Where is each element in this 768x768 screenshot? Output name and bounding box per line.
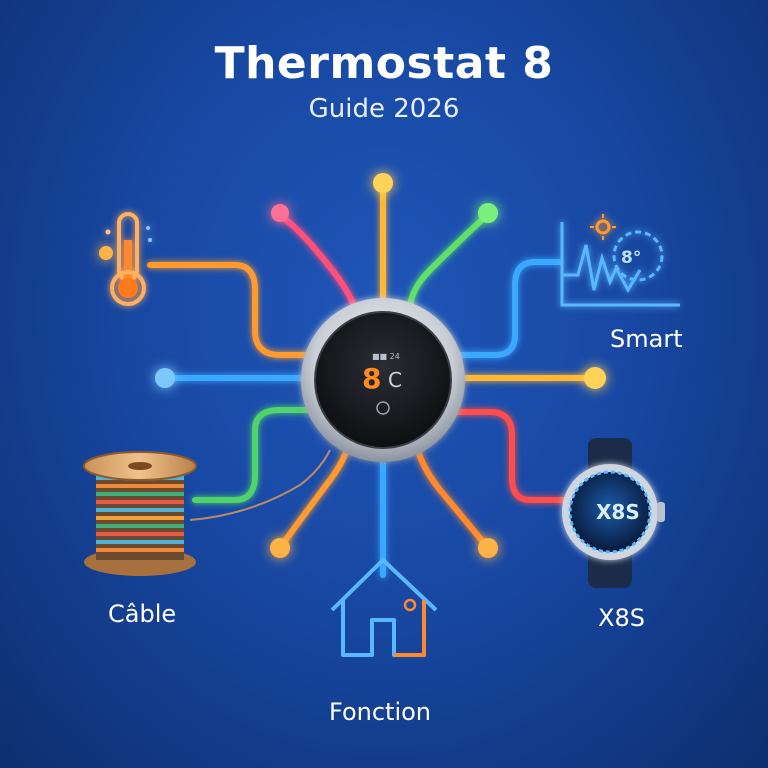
dot-top-yellow xyxy=(373,173,393,193)
dot-bottom-left xyxy=(270,538,290,558)
heartbeat-chart-icon xyxy=(560,214,680,307)
line-watch xyxy=(455,409,573,503)
line-pink xyxy=(277,212,358,313)
dot-top-green xyxy=(478,203,498,223)
thermostat-hub xyxy=(301,298,465,462)
label-cable: Câble xyxy=(108,600,177,628)
label-watch: X8S xyxy=(598,604,645,632)
dot-thermo-bulb-left xyxy=(99,246,113,260)
thermometer-icon xyxy=(105,212,152,306)
dot-bottom-right xyxy=(478,538,498,558)
spool-wire xyxy=(189,449,331,521)
dot-pink xyxy=(271,204,289,222)
page-title: Thermostat 8 xyxy=(214,38,554,89)
page-subtitle: Guide 2026 xyxy=(308,94,460,124)
watch-display-text: X8S xyxy=(596,500,640,524)
dot-left-blue xyxy=(155,368,175,388)
line-bottom-orange-left xyxy=(277,437,353,551)
dot-right-yellow xyxy=(584,367,606,389)
smartwatch-icon xyxy=(562,438,665,588)
line-smart xyxy=(455,259,563,358)
line-bottom-orange-right xyxy=(412,437,491,551)
hub-display-value: 8 xyxy=(362,362,382,395)
smart-display-value: 8° xyxy=(621,248,642,268)
leaf-icon xyxy=(376,401,390,415)
line-thermometer xyxy=(147,262,318,358)
line-top-green xyxy=(407,211,491,313)
hub-display-top: ■■ 24 xyxy=(372,352,400,361)
hub-display-unit: C xyxy=(388,368,402,392)
house-sun-icon xyxy=(330,558,438,657)
label-smart: Smart xyxy=(610,325,683,353)
label-function: Fonction xyxy=(329,698,432,726)
cable-spool-icon xyxy=(83,451,197,576)
line-cable-green xyxy=(192,407,321,503)
